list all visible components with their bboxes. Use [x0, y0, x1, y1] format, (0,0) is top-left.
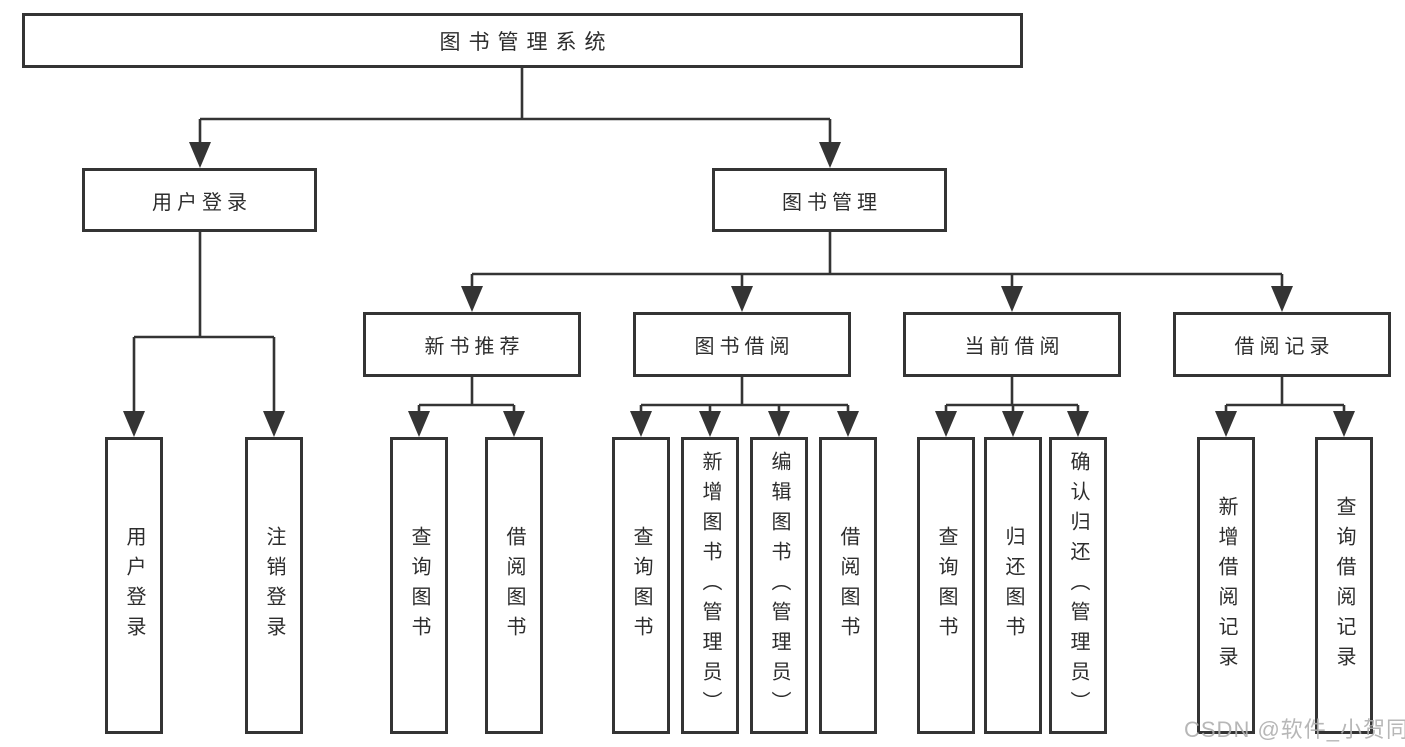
connector-root-to-level2: [198, 68, 832, 146]
connector-user-login-children: [132, 232, 276, 415]
leaf-query-borrow-record: 查询借阅记录: [1315, 437, 1373, 734]
node-label: 编辑图书（管理员）: [768, 450, 790, 721]
leaf-borrow-books: 借阅图书: [819, 437, 877, 734]
leaf-borrow-books-recommend: 借阅图书: [485, 437, 543, 734]
node-label: 图书借阅: [694, 336, 795, 358]
node-book-borrow: 图书借阅: [633, 312, 851, 377]
node-label: 查询借阅记录: [1333, 495, 1355, 676]
node-label: 查询图书: [630, 525, 652, 646]
connector-book-borrow-children: [639, 377, 850, 415]
csdn-watermark: CSDN @软件_小贺同学: [1184, 717, 1405, 742]
node-label: 借阅记录: [1234, 336, 1335, 358]
node-label: 用户登录: [123, 525, 145, 646]
node-label: 确认归还（管理员）: [1067, 450, 1089, 721]
connector-book-management-children: [470, 232, 1284, 290]
leaf-query-books-borrow: 查询图书: [612, 437, 670, 734]
node-label: 借阅图书: [503, 525, 525, 646]
leaf-add-books-admin: 新增图书（管理员）: [681, 437, 739, 734]
leaf-add-borrow-record: 新增借阅记录: [1197, 437, 1255, 734]
node-label: 借阅图书: [837, 525, 859, 646]
node-label: 新增图书（管理员）: [699, 450, 721, 721]
arrowheads: [123, 142, 1355, 437]
leaf-query-books-current: 查询图书: [917, 437, 975, 734]
node-label: 当前借阅: [964, 336, 1065, 358]
node-user-login: 用户登录: [82, 168, 317, 232]
node-label: 注销登录: [263, 525, 285, 646]
node-label: 图书管理系统: [439, 30, 614, 54]
node-label: 新增借阅记录: [1215, 495, 1237, 676]
node-label: 用户登录: [152, 191, 252, 214]
node-label: 新书推荐: [424, 336, 525, 358]
connector-current-borrow-children: [944, 377, 1080, 415]
node-borrow-records: 借阅记录: [1173, 312, 1391, 377]
node-book-management: 图书管理: [712, 168, 947, 232]
node-current-borrow: 当前借阅: [903, 312, 1121, 377]
leaf-edit-books-admin: 编辑图书（管理员）: [750, 437, 808, 734]
connector-new-book-recommend-children: [417, 377, 516, 415]
node-label: 归还图书: [1002, 525, 1024, 646]
leaf-user-login: 用户登录: [105, 437, 163, 734]
node-new-book-recommend: 新书推荐: [363, 312, 581, 377]
node-library-management-system: 图书管理系统: [22, 13, 1023, 68]
leaf-query-books-recommend: 查询图书: [390, 437, 448, 734]
leaf-logout: 注销登录: [245, 437, 303, 734]
connector-borrow-records-children: [1224, 377, 1346, 415]
leaf-return-books: 归还图书: [984, 437, 1042, 734]
leaf-confirm-return-admin: 确认归还（管理员）: [1049, 437, 1107, 734]
node-label: 查询图书: [408, 525, 430, 646]
node-label: 图书管理: [782, 191, 882, 214]
node-label: 查询图书: [935, 525, 957, 646]
